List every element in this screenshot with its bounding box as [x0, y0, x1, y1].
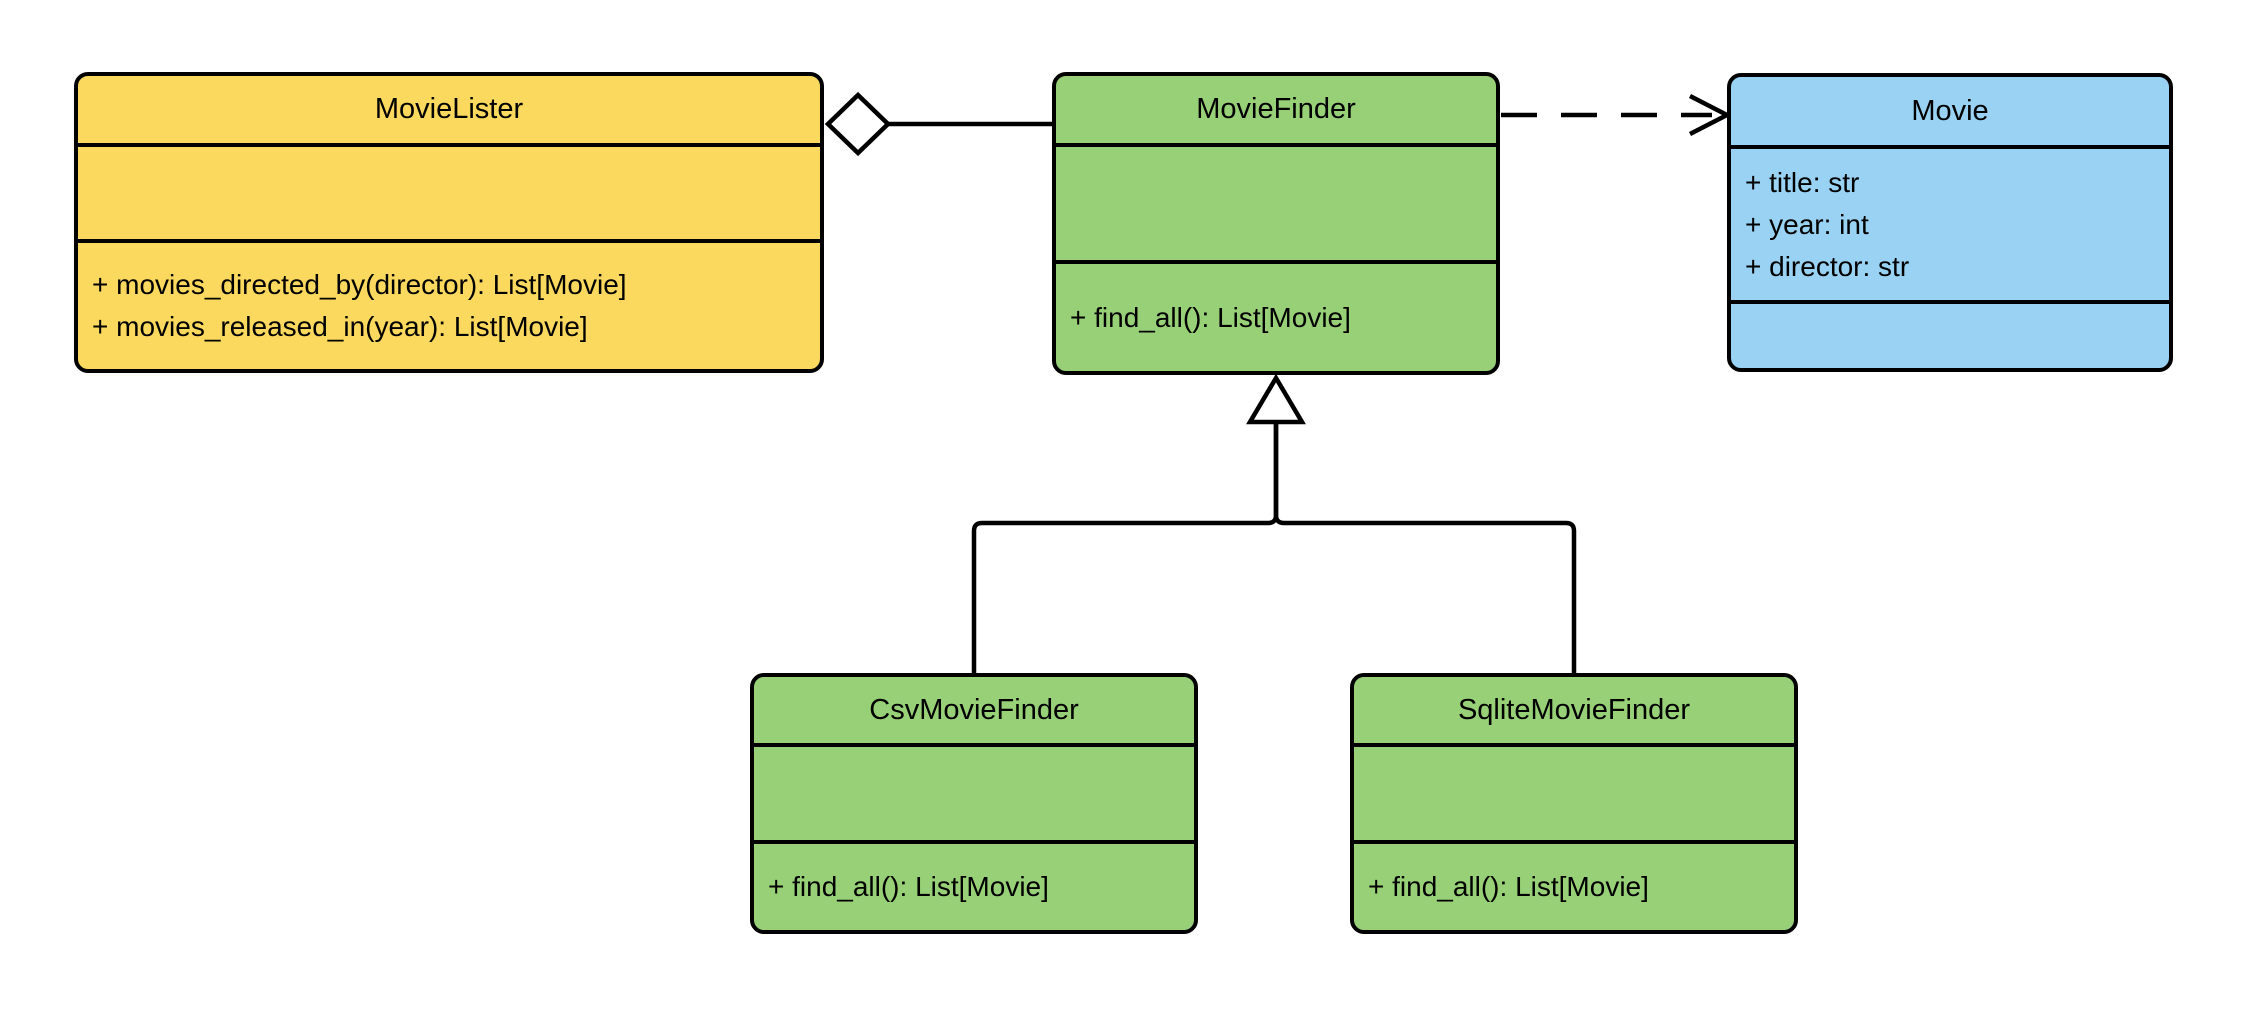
class-attributes-compartment: + title: str + year: int + director: str: [1731, 149, 2169, 304]
class-header: Movie: [1731, 77, 2169, 149]
class-method: + find_all(): List[Movie]: [1368, 871, 1649, 902]
class-box-movie: Movie + title: str + year: int + directo…: [1727, 73, 2173, 372]
class-method: + find_all(): List[Movie]: [1070, 301, 1351, 333]
class-attribute: + year: int: [1745, 208, 1869, 240]
class-methods-compartment: + find_all(): List[Movie]: [1056, 264, 1496, 371]
class-name: MovieLister: [374, 93, 524, 125]
class-name: Movie: [1911, 94, 1989, 127]
inheritance-triangle-icon: [1246, 373, 1306, 425]
class-name: MovieFinder: [1196, 93, 1356, 125]
class-attributes-compartment: [78, 147, 820, 243]
class-method: + find_all(): List[Movie]: [768, 871, 1049, 902]
inheritance-connector-tree: [971, 373, 1577, 673]
inheritance-branch-csv: [971, 424, 1279, 673]
class-methods-compartment: [1731, 304, 2169, 368]
class-method: + movies_directed_by(director): List[Mov…: [92, 269, 627, 300]
class-box-moviefinder: MovieFinder + find_all(): List[Movie]: [1052, 72, 1500, 375]
class-header: MovieLister: [78, 76, 820, 147]
class-attributes-compartment: [754, 747, 1194, 844]
class-header: MovieFinder: [1056, 76, 1496, 147]
class-method: + movies_released_in(year): List[Movie]: [92, 311, 588, 342]
class-box-movielister: MovieLister + movies_directed_by(directo…: [74, 72, 824, 373]
class-box-sqlitemoviefinder: SqliteMovieFinder + find_all(): List[Mov…: [1350, 673, 1798, 934]
aggregation-connector-movielister-moviefinder: [824, 91, 1052, 157]
class-attributes-compartment: [1354, 747, 1794, 844]
class-name: SqliteMovieFinder: [1457, 693, 1691, 726]
inheritance-branch-sqlite: [1273, 424, 1577, 673]
class-methods-compartment: + find_all(): List[Movie]: [754, 844, 1194, 930]
class-attributes-compartment: [1056, 147, 1496, 264]
aggregation-diamond-icon: [824, 91, 892, 157]
class-methods-compartment: + find_all(): List[Movie]: [1354, 844, 1794, 930]
class-methods-compartment: + movies_directed_by(director): List[Mov…: [78, 243, 820, 369]
class-header: CsvMovieFinder: [754, 677, 1194, 747]
class-header: SqliteMovieFinder: [1354, 677, 1794, 747]
class-name: CsvMovieFinder: [869, 693, 1079, 726]
dependency-connector-moviefinder-movie: [1501, 93, 1732, 137]
class-attribute: + director: str: [1745, 250, 1910, 282]
class-attribute: + title: str: [1745, 166, 1860, 198]
class-box-csvmoviefinder: CsvMovieFinder + find_all(): List[Movie]: [750, 673, 1198, 934]
